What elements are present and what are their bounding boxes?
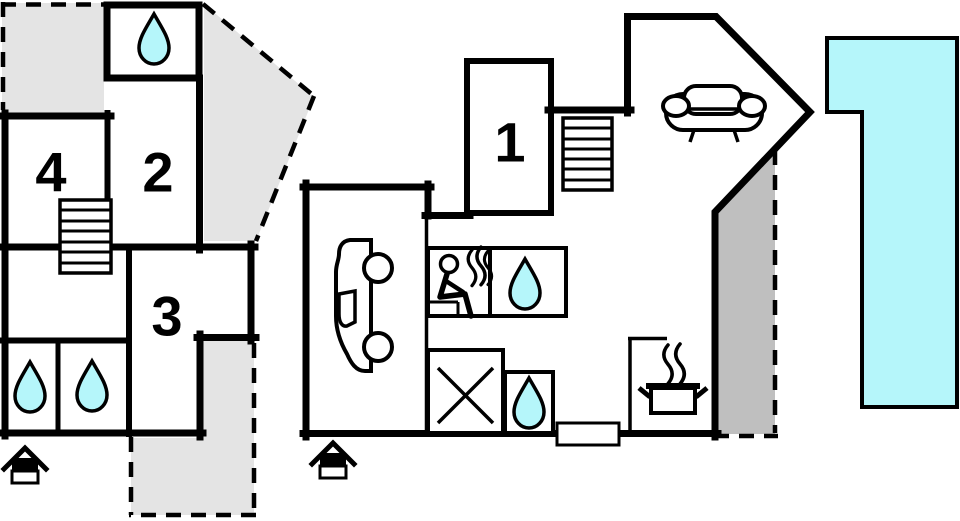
kitchen (628, 336, 709, 433)
left-building-walls (0, 1, 260, 441)
terrace-bottom (131, 341, 254, 515)
terrace-top-left (2, 3, 104, 113)
terrace-top-right (204, 4, 314, 241)
patio-strip (717, 149, 775, 434)
dashed-boundary (253, 95, 317, 242)
entrance-house-icon (312, 443, 354, 478)
sofa-icon (661, 84, 767, 143)
stairs-icon (58, 198, 113, 275)
steam-icon (662, 342, 687, 386)
room-4-label: 4 (35, 141, 66, 204)
sauna-room (426, 245, 568, 319)
main-house-patio (714, 149, 778, 439)
car-icon (334, 238, 394, 373)
storage-cross-icon (436, 366, 495, 425)
door-marker (555, 421, 621, 447)
room-3-label: 3 (151, 285, 182, 348)
left-building-terraces (0, 2, 317, 518)
cooking-pot-icon (637, 383, 709, 415)
water-drop-icon (13, 360, 47, 414)
entrance-house-icon (4, 448, 46, 483)
main-house-interior: 1 (334, 84, 767, 447)
wall (624, 13, 815, 441)
storage-room (426, 348, 555, 435)
room-2-label: 2 (142, 141, 173, 204)
swimming-pool (825, 36, 959, 409)
left-building-interior: 4 2 3 (13, 12, 183, 414)
water-drop-icon (137, 12, 171, 66)
room-1-walls (464, 58, 554, 216)
water-drop-icon (75, 359, 109, 413)
stairs-icon (561, 116, 614, 192)
sauna-person-icon (437, 253, 474, 319)
bathroom-walls (103, 1, 203, 82)
room-1-label: 1 (494, 111, 525, 174)
